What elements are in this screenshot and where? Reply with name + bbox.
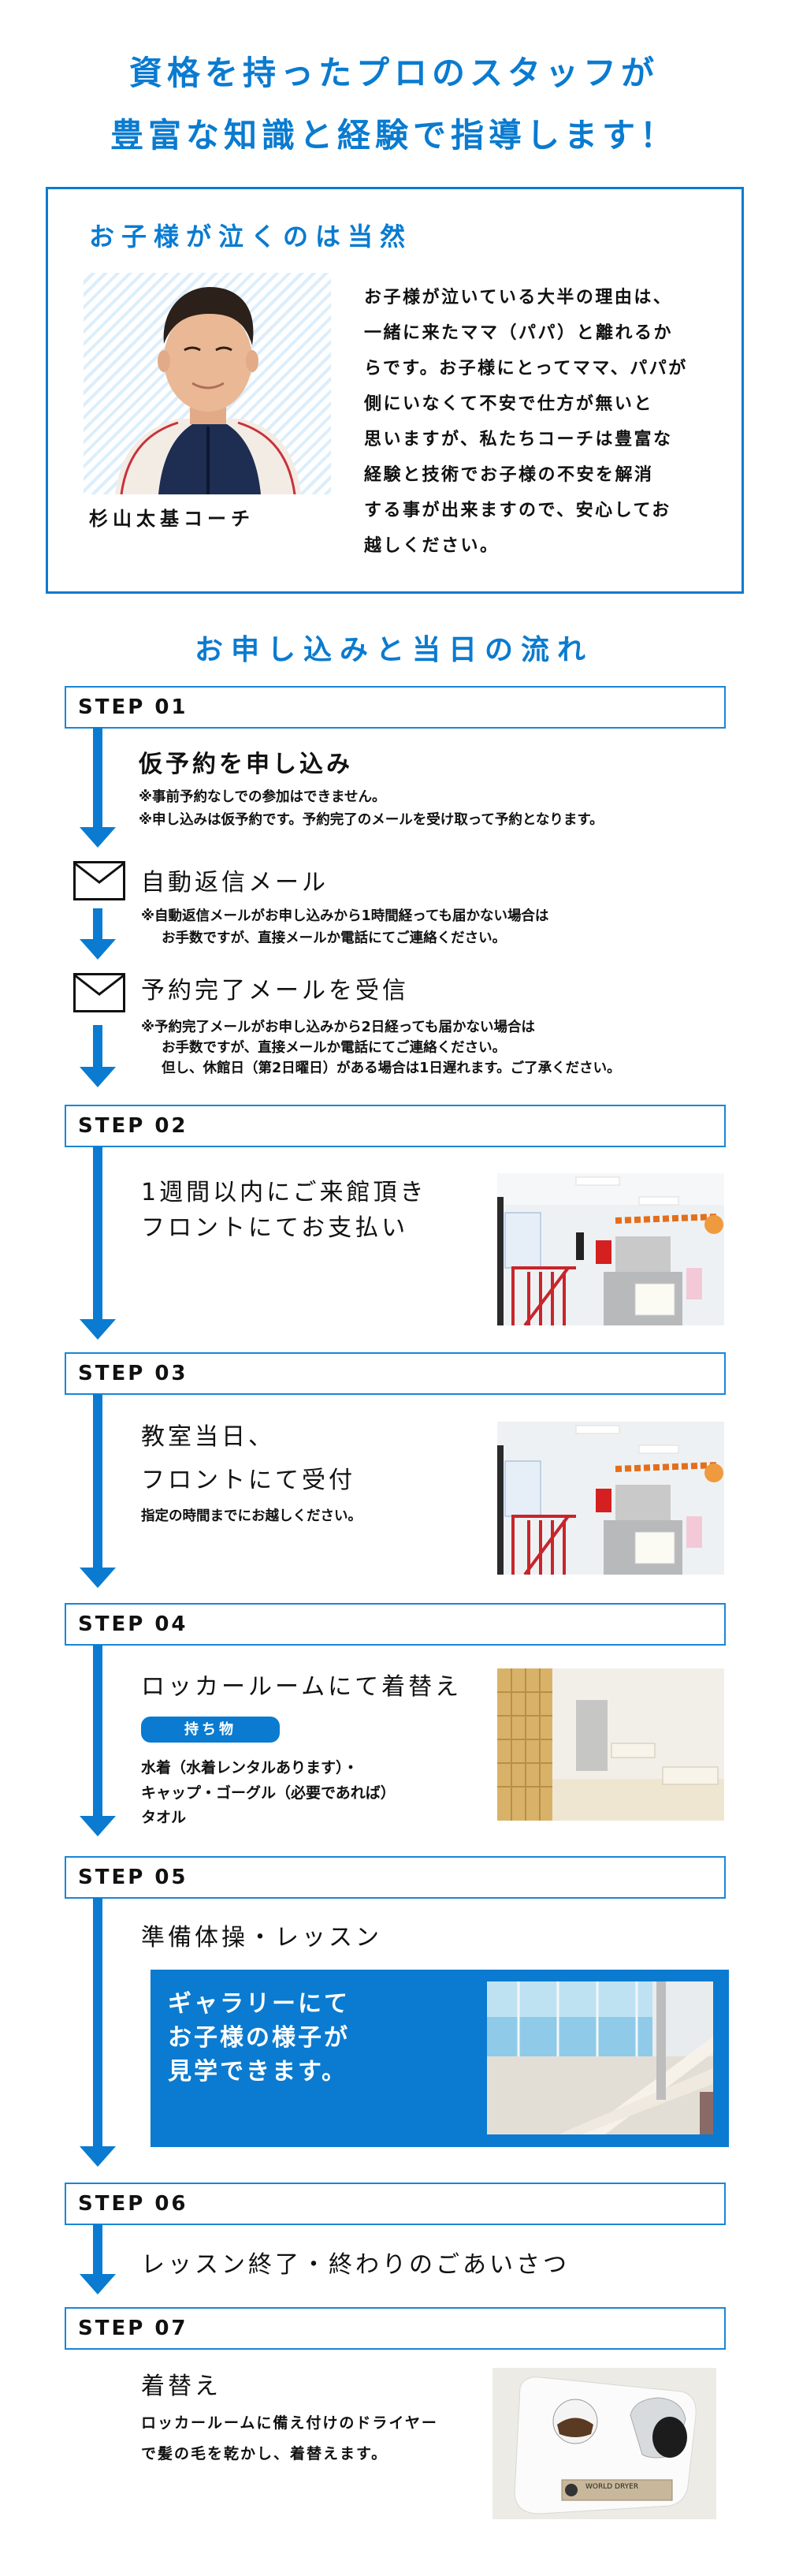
hair-dryer-photo: WORLD DRYER <box>492 2368 716 2519</box>
coach-box <box>46 187 744 594</box>
step-02-title-line: フロントにてお支払い <box>141 1214 409 1242</box>
arrow-down-icon <box>80 2146 116 2167</box>
auto-reply-mail-title: 自動返信メール <box>141 869 329 897</box>
coach-message-line: 思いますが、私たちコーチは豊富な <box>364 430 673 449</box>
flow-arrow-shaft <box>93 1146 102 1322</box>
gallery-info-line: お子様の様子が <box>168 2024 350 2052</box>
coach-name: 杉山太基コーチ <box>89 508 255 530</box>
coach-message-line: お子様が泣いている大半の理由は、 <box>364 288 673 308</box>
step-07-title: 着替え <box>141 2373 221 2400</box>
belongings-item: キャップ・ゴーグル（必要であれば） <box>141 1784 396 1802</box>
arrow-down-icon <box>80 1319 116 1340</box>
step-05-title: 準備体操・レッスン <box>141 1924 382 1952</box>
flow-arrow-shaft <box>93 1898 102 2149</box>
step-label: STEP 05 <box>78 1866 188 1889</box>
step-03-note: 指定の時間までにお越しください。 <box>141 1508 362 1524</box>
front-desk-image <box>497 1173 724 1325</box>
step-label: STEP 01 <box>78 695 188 719</box>
coach-message-line: 経験と技術でお子様の不安を解消 <box>364 465 654 485</box>
step-label: STEP 03 <box>78 1362 188 1385</box>
mail-icon <box>73 861 125 900</box>
flow-arrow-shaft <box>93 1645 102 1818</box>
flow-arrow-shaft <box>93 2224 102 2276</box>
step-label: STEP 02 <box>78 1114 188 1138</box>
gallery-info-line: 見学できます。 <box>168 2058 348 2086</box>
flow-arrow-shaft <box>93 1394 102 1569</box>
step-04-header: STEP 04 <box>65 1603 726 1646</box>
step-05-header: STEP 05 <box>65 1856 726 1899</box>
flow-arrow-shaft <box>93 1025 102 1069</box>
belongings-item: 水着（水着レンタルあります）・ <box>141 1759 359 1776</box>
locker-room-image <box>497 1668 724 1821</box>
step-02-title-line: 1週間以内にご来館頂き <box>141 1179 427 1206</box>
belongings-item: タオル <box>141 1809 187 1826</box>
confirmation-note: 但し、休館日（第2日曜日）がある場合は1日遅れます。ご了承ください。 <box>162 1061 621 1076</box>
arrow-down-icon <box>80 1816 116 1836</box>
step-01-header: STEP 01 <box>65 686 726 729</box>
step-07-header: STEP 07 <box>65 2307 726 2350</box>
dryer-brand-label: WORLD DRYER <box>585 2483 638 2491</box>
auto-reply-note: お手数ですが、直接メールか電話にてご連絡ください。 <box>162 930 507 946</box>
arrow-down-icon <box>80 1067 116 1087</box>
confirmation-note: お手数ですが、直接メールか電話にてご連絡ください。 <box>162 1040 507 1056</box>
front-desk-photo <box>497 1173 724 1325</box>
step-label: STEP 06 <box>78 2192 188 2216</box>
step-01-note: ※申し込みは仮予約です。予約完了のメールを受け取って予約となります。 <box>139 812 604 828</box>
coach-message-line: 一緒に来たママ（パパ）と離れるか <box>364 323 674 343</box>
coach-photo <box>84 273 331 494</box>
page-heading-line1: 資格を持ったプロのスタッフが <box>128 54 659 92</box>
flow-arrow-shaft <box>93 908 102 941</box>
coach-message-line: 越しください。 <box>364 536 500 556</box>
mail-icon <box>73 973 125 1012</box>
flow-arrow-shaft <box>93 727 102 829</box>
arrow-down-icon <box>80 2274 116 2295</box>
arrow-down-icon <box>80 827 116 848</box>
page-heading-line2: 豊富な知識と経験で指導します！ <box>110 116 678 155</box>
step-02-header: STEP 02 <box>65 1105 726 1147</box>
step-07-desc-line: で髪の毛を乾かし、着替えます。 <box>141 2445 388 2462</box>
flow-heading: お申し込みと当日の流れ <box>194 634 593 666</box>
step-04-title: ロッカールームにて着替え <box>141 1673 463 1701</box>
coach-portrait-image <box>115 287 301 494</box>
hair-dryer-image: WORLD DRYER <box>492 2368 716 2519</box>
coach-message-line: する事が出来ますので、安心してお <box>364 501 671 520</box>
step-03-title-line: フロントにて受付 <box>141 1467 355 1494</box>
gallery-info-line: ギャラリーにて <box>168 1990 350 2018</box>
front-desk-image <box>497 1422 724 1575</box>
step-03-title-line: 教室当日、 <box>141 1423 275 1451</box>
arrow-down-icon <box>80 939 116 960</box>
step-01-note: ※事前予約なしでの参加はできません。 <box>139 789 386 805</box>
step-07-desc-line: ロッカールームに備え付けのドライヤー <box>141 2414 438 2432</box>
belongings-badge: 持ち物 <box>141 1717 280 1743</box>
gallery-info-panel: ギャラリーにて お子様の様子が 見学できます。 <box>151 1970 729 2147</box>
step-label: STEP 04 <box>78 1612 188 1636</box>
coach-message-line: 側にいなくて不安で仕方が無いと <box>364 394 653 414</box>
confirmation-note: ※予約完了メールがお申し込みから2日経っても届かない場合は <box>141 1020 535 1035</box>
arrow-down-icon <box>80 1568 116 1588</box>
step-01-title: 仮予約を申し込み <box>139 751 353 778</box>
pool-gallery-photo <box>487 1981 713 2134</box>
confirmation-mail-title: 予約完了メールを受信 <box>141 977 409 1005</box>
front-desk-photo <box>497 1422 724 1575</box>
coach-box-title: お子様が泣くのは当然 <box>89 222 413 252</box>
step-label: STEP 07 <box>78 2317 188 2340</box>
coach-message-line: らです。お子様にとってママ、パパが <box>364 359 688 378</box>
auto-reply-note: ※自動返信メールがお申し込みから1時間経っても届かない場合は <box>141 908 549 924</box>
pool-gallery-image <box>487 1981 713 2134</box>
locker-room-photo <box>497 1668 724 1821</box>
step-06-header: STEP 06 <box>65 2183 726 2225</box>
step-03-header: STEP 03 <box>65 1352 726 1395</box>
step-06-title: レッスン終了・終わりのごあいさつ <box>141 2251 570 2279</box>
coach-message: お子様が泣いている大半の理由は、 一緒に来たママ（パパ）と離れるか らです。お子… <box>364 280 727 564</box>
gallery-info-text: ギャラリーにて お子様の様子が 見学できます。 <box>168 1987 350 2089</box>
